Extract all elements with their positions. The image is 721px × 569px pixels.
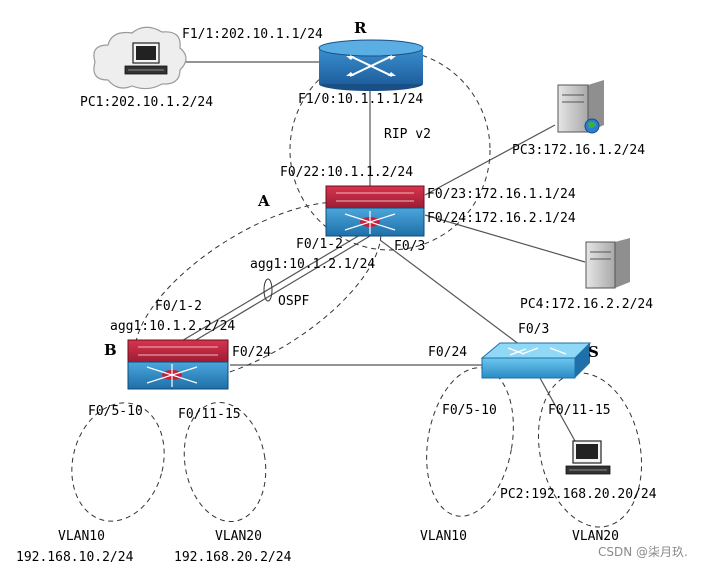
pc1-label: PC1:202.10.1.2/24 (80, 95, 213, 110)
b-vlan20-label: VLAN20 (215, 529, 262, 544)
router-f11-label: F1/1:202.10.1.1/24 (182, 27, 323, 42)
router-name: R (354, 19, 367, 37)
b-vlan10-outline (71, 402, 165, 522)
switch-s-f0510-label: F0/5-10 (442, 403, 497, 418)
s-vlan20-outline (537, 372, 643, 528)
switch-a-f012-label: F0/1-2 (296, 237, 343, 252)
link-agg-1 (179, 231, 366, 343)
link-switch-a-switch-s (379, 239, 521, 346)
pc4-label: PC4:172.16.2.2/24 (520, 297, 653, 312)
router-icon (318, 39, 424, 91)
switch-b-f01115-label: F0/11-15 (178, 407, 241, 422)
switch-a-agg-label: agg1:10.1.2.1/24 (250, 257, 375, 272)
switch-s-name: S (588, 343, 599, 361)
rip-label: RIP v2 (384, 127, 431, 142)
b-vlan20-outline (183, 402, 267, 522)
switch-a-name: A (257, 192, 270, 210)
switch-a-icon (325, 185, 425, 237)
agg-bundle-marker (263, 278, 273, 302)
switch-a-f024-label: F0/24:172.16.2.1/24 (427, 211, 576, 226)
switch-b-name: B (104, 341, 117, 359)
pc1-cloud-icon (93, 26, 187, 90)
pc3-server-icon (557, 80, 604, 134)
s-vlan10-label: VLAN10 (420, 529, 467, 544)
switch-b-f024-label: F0/24 (232, 345, 271, 360)
b-vlan20-ip-label: 192.168.20.2/24 (174, 550, 292, 565)
switch-b-agg-label: agg1:10.1.2.2/24 (110, 319, 235, 334)
switch-a-f022-label: F0/22:10.1.1.2/24 (280, 165, 413, 180)
b-vlan10-label: VLAN10 (58, 529, 105, 544)
link-agg-2 (185, 235, 371, 347)
pc3-label: PC3:172.16.1.2/24 (512, 143, 645, 158)
switch-s-f024-label: F0/24 (428, 345, 467, 360)
ospf-label: OSPF (278, 294, 309, 309)
switch-a-f023-label: F0/23:172.16.1.1/24 (427, 187, 576, 202)
link-switch-a-pc4 (424, 214, 586, 263)
link-switch-s-pc2 (539, 377, 581, 451)
switch-s-f01115-label: F0/11-15 (548, 403, 611, 418)
switch-b-f0510-label: F0/5-10 (88, 404, 143, 419)
switch-s-icon (480, 342, 592, 379)
b-vlan10-ip-label: 192.168.10.2/24 (16, 550, 134, 565)
switch-a-f03-label: F0/3 (394, 239, 425, 254)
pc2-computer-icon (565, 440, 611, 475)
router-f10-label: F1/0:10.1.1.1/24 (298, 92, 423, 107)
pc4-server-icon (585, 238, 630, 289)
pc2-label: PC2:192.168.20.20/24 (500, 487, 657, 502)
switch-s-f03-label: F0/3 (518, 322, 549, 337)
switch-b-f012-label: F0/1-2 (155, 299, 202, 314)
switch-b-icon (127, 339, 229, 390)
watermark-text: CSDN @柒月玖. (598, 545, 688, 559)
s-vlan20-label: VLAN20 (572, 529, 619, 544)
